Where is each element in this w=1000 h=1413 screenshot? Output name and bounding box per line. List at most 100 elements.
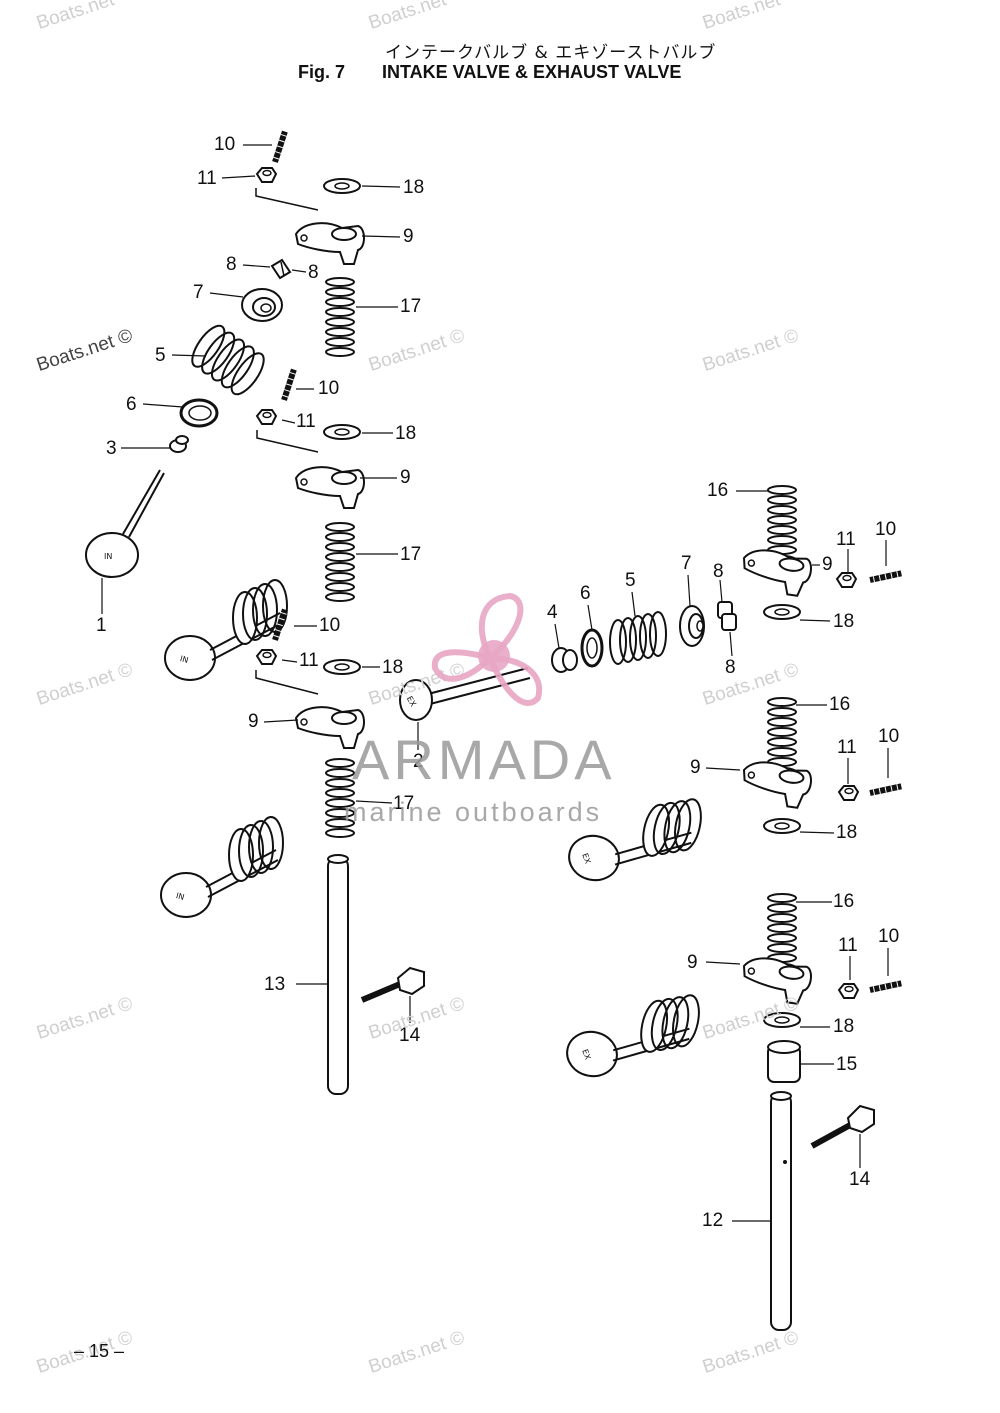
nut-11-d <box>836 572 857 588</box>
rocker-arm-9-b <box>295 466 365 509</box>
spring-seat-6-a <box>179 398 219 428</box>
callout-4: 4 <box>547 602 558 623</box>
intake-valve-1 <box>85 469 165 578</box>
nut-11-e <box>838 785 859 801</box>
callout-11: 11 <box>836 529 856 550</box>
stud-bolt-10-a <box>272 131 288 163</box>
callout-6: 6 <box>126 394 137 415</box>
callout-9: 9 <box>822 554 833 575</box>
bolt-14-a <box>360 966 425 1003</box>
callout-18: 18 <box>382 657 404 678</box>
armada-propeller-logo <box>431 592 543 706</box>
callout-8: 8 <box>308 262 319 283</box>
callout-5: 5 <box>625 570 636 591</box>
washer-18-d <box>763 604 801 620</box>
callout-10: 10 <box>878 726 900 747</box>
callout-3: 3 <box>106 438 117 459</box>
callout-5: 5 <box>155 345 166 366</box>
callout-11: 11 <box>299 650 319 671</box>
callout-2: 2 <box>413 751 424 772</box>
nut-11-b <box>256 409 277 425</box>
spring-retainer-7-a <box>241 288 283 322</box>
callout-9: 9 <box>400 467 411 488</box>
stem-seal-4 <box>551 647 578 673</box>
callout-11: 11 <box>197 168 217 189</box>
callout-8: 8 <box>226 254 237 275</box>
callout-9: 9 <box>248 711 259 732</box>
callout-17: 17 <box>400 296 422 317</box>
callout-17: 17 <box>400 544 422 565</box>
page-number: – 15 – <box>74 1341 125 1361</box>
bolt-14-b <box>810 1104 875 1149</box>
callout-9: 9 <box>403 226 414 247</box>
callout-9: 9 <box>690 757 701 778</box>
callout-18: 18 <box>836 822 858 843</box>
washer-18-e <box>763 818 801 834</box>
exhaust-valve-assy-a <box>563 775 707 901</box>
callout-10: 10 <box>875 519 897 540</box>
figure-title: INTAKE VALVE & EXHAUST VALVE <box>382 62 682 82</box>
callout-8: 8 <box>725 657 736 678</box>
callout-1: 1 <box>96 615 107 636</box>
washer-18-b <box>323 424 361 440</box>
callout-11: 11 <box>837 737 857 758</box>
callout-10: 10 <box>318 378 340 399</box>
stud-bolt-10-b <box>281 369 297 401</box>
stud-bolt-10-d <box>869 570 902 583</box>
callout-16: 16 <box>707 480 729 501</box>
nut-11-f <box>838 983 859 999</box>
rocker-arm-9-d <box>738 546 814 599</box>
exhaust-valve-2 <box>399 667 531 721</box>
cotter-8-b <box>717 601 737 631</box>
rocker-arm-9-e <box>738 758 814 811</box>
callout-8: 8 <box>713 561 724 582</box>
rocker-arm-9-a <box>295 222 365 265</box>
valve-spring-5-a <box>191 324 265 396</box>
callout-6: 6 <box>580 583 591 604</box>
callout-10: 10 <box>214 134 236 155</box>
callout-18: 18 <box>833 1016 855 1037</box>
callout-15: 15 <box>836 1054 858 1075</box>
spacer-15 <box>767 1040 801 1083</box>
valve-stem-seal-3 <box>169 435 189 453</box>
callout-11: 11 <box>838 935 858 956</box>
callout-12: 12 <box>702 1210 724 1231</box>
callout-9: 9 <box>687 952 698 973</box>
japanese-title: インテークバルブ & エキゾーストバルブ <box>385 43 717 63</box>
armada-logo-tagline: marine outboards <box>344 797 603 827</box>
nut-11-c <box>256 649 277 665</box>
callout-16: 16 <box>833 891 855 912</box>
cotter-8-a <box>270 258 292 280</box>
stud-bolt-10-e <box>869 783 902 796</box>
spring-seat-6-b <box>580 628 604 668</box>
callout-18: 18 <box>403 177 425 198</box>
rocker-shaft-13 <box>327 854 349 1095</box>
callout-11: 11 <box>296 411 316 432</box>
figure-number: Fig. 7 <box>298 62 346 82</box>
valve-spring-5-b <box>609 611 667 665</box>
callout-10: 10 <box>319 615 341 636</box>
rocker-shaft-12 <box>770 1091 792 1331</box>
callout-7: 7 <box>681 553 692 574</box>
exhaust-valve-assy-b <box>561 971 705 1097</box>
stud-bolt-10-f <box>869 980 902 993</box>
washer-18-a <box>323 178 361 194</box>
callout-13: 13 <box>264 974 286 995</box>
armada-logo-name: ARMADA <box>352 728 616 791</box>
callout-10: 10 <box>878 926 900 947</box>
callout-14: 14 <box>399 1025 421 1046</box>
rocker-arm-9-f <box>738 954 814 1007</box>
valve-spring-17-a <box>325 277 355 357</box>
intake-valve-assy-b <box>160 816 284 918</box>
callout-18: 18 <box>395 423 417 444</box>
callout-14: 14 <box>849 1169 871 1190</box>
callout-16: 16 <box>829 694 851 715</box>
callout-7: 7 <box>193 282 204 303</box>
callout-17: 17 <box>393 793 415 814</box>
valve-spring-17-b <box>325 522 355 602</box>
spring-retainer-7-b <box>679 605 705 647</box>
callout-18: 18 <box>833 611 855 632</box>
washer-18-c <box>323 659 361 675</box>
